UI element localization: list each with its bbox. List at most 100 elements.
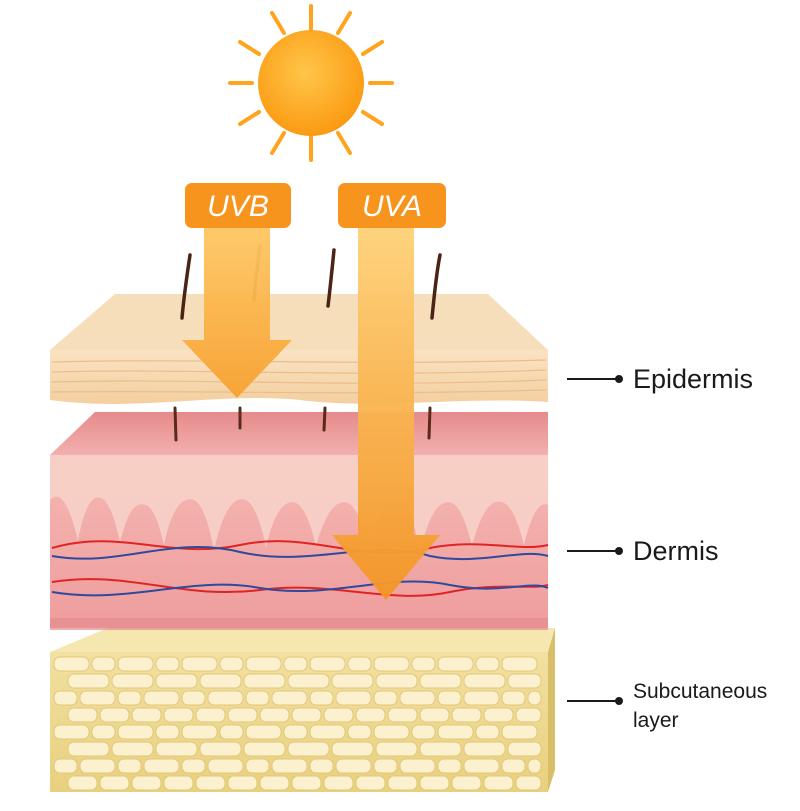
epidermis-callout: Epidermis [567, 364, 753, 394]
fat-cell [195, 775, 226, 791]
fat-cell [463, 690, 500, 706]
fat-cell [451, 707, 482, 723]
fat-cell [181, 758, 206, 774]
fat-cell [373, 690, 398, 706]
fat-cell [375, 741, 418, 757]
epidermis-label: Epidermis [633, 364, 753, 394]
fat-cell [245, 656, 282, 672]
fat-cell [259, 775, 290, 791]
uvb-ray: UVB [182, 183, 292, 398]
fat-cell [291, 707, 322, 723]
fat-cell [463, 758, 500, 774]
subcutaneous-label-line1: Subcutaneous [633, 680, 767, 703]
fat-cell [483, 707, 514, 723]
fat-cell [463, 673, 506, 689]
fat-cell [387, 707, 418, 723]
fat-cell [451, 775, 482, 791]
fat-cell [67, 775, 98, 791]
blood-vessels [51, 540, 549, 597]
fat-cell [373, 724, 410, 740]
fat-cell [117, 690, 142, 706]
fat-cell [53, 758, 78, 774]
fat-cell [515, 707, 542, 723]
fat-cell [143, 690, 180, 706]
uva-tag [338, 183, 446, 228]
uva-ray: UVA [332, 183, 446, 600]
fat-cell [79, 690, 116, 706]
subcutaneous-label-line2: layer [633, 709, 679, 732]
fat-cell [507, 673, 542, 689]
fat-cell [243, 741, 286, 757]
fat-cell [199, 741, 242, 757]
fat-cell [195, 707, 226, 723]
fat-cell [155, 673, 198, 689]
fat-cell [99, 707, 130, 723]
fat-cell [155, 656, 180, 672]
fat-cell [411, 724, 436, 740]
hair-follicles [173, 406, 432, 442]
fat-cell [207, 758, 244, 774]
fat-cell [287, 673, 330, 689]
uva-arrow [332, 222, 440, 600]
fat-cell [181, 690, 206, 706]
sun-icon [228, 4, 394, 162]
fat-cell [323, 775, 354, 791]
fat-cell [507, 741, 542, 757]
fat-cell [501, 758, 526, 774]
fat-cell [309, 690, 334, 706]
fat-cell [419, 673, 462, 689]
fat-cell [67, 673, 110, 689]
fat-cell [91, 724, 116, 740]
fat-cell [163, 775, 194, 791]
fat-cell [131, 707, 162, 723]
sun-rays [228, 4, 394, 162]
fat-cell [475, 724, 500, 740]
fat-cell [419, 707, 450, 723]
fat-cell [419, 775, 450, 791]
fat-cell [347, 724, 372, 740]
fat-cell [355, 775, 386, 791]
dermis-callout: Dermis [567, 536, 719, 566]
fat-cell [111, 673, 154, 689]
fat-cell [67, 707, 98, 723]
fat-cell [483, 775, 514, 791]
fat-cell [283, 724, 308, 740]
fat-cell [181, 724, 218, 740]
fat-cell [131, 775, 162, 791]
fat-cell [347, 656, 372, 672]
fat-cell [117, 724, 154, 740]
fat-cell [463, 741, 506, 757]
fat-cell [219, 656, 244, 672]
fat-cell [227, 775, 258, 791]
fat-cell [67, 741, 110, 757]
fat-cell [53, 690, 78, 706]
fat-cell [355, 707, 386, 723]
fat-cell [271, 690, 308, 706]
uvb-arrow [182, 222, 292, 398]
callout-dot [615, 375, 623, 383]
fat-cell [331, 673, 374, 689]
subcutaneous-callout: Subcutaneous layer [567, 680, 767, 732]
fat-cell [79, 758, 116, 774]
fat-cell [411, 656, 436, 672]
fat-cell [271, 758, 308, 774]
fat-cell [527, 758, 542, 774]
fat-cell [291, 775, 322, 791]
fat-cell [53, 656, 90, 672]
fat-cell [335, 690, 372, 706]
fat-cell [399, 690, 436, 706]
fat-cell [475, 656, 500, 672]
subcutaneous-layer [50, 628, 555, 792]
uvb-tag [185, 183, 291, 228]
fat-cell [387, 775, 418, 791]
fat-cell [155, 724, 180, 740]
fat-cell [287, 741, 330, 757]
epidermis-layer [50, 243, 548, 404]
fat-cell [245, 724, 282, 740]
fat-cell [91, 656, 116, 672]
fat-cell [437, 690, 462, 706]
fat-cell [437, 724, 474, 740]
fat-cell [373, 758, 398, 774]
callout-dot [615, 547, 623, 555]
fat-cell [501, 724, 538, 740]
